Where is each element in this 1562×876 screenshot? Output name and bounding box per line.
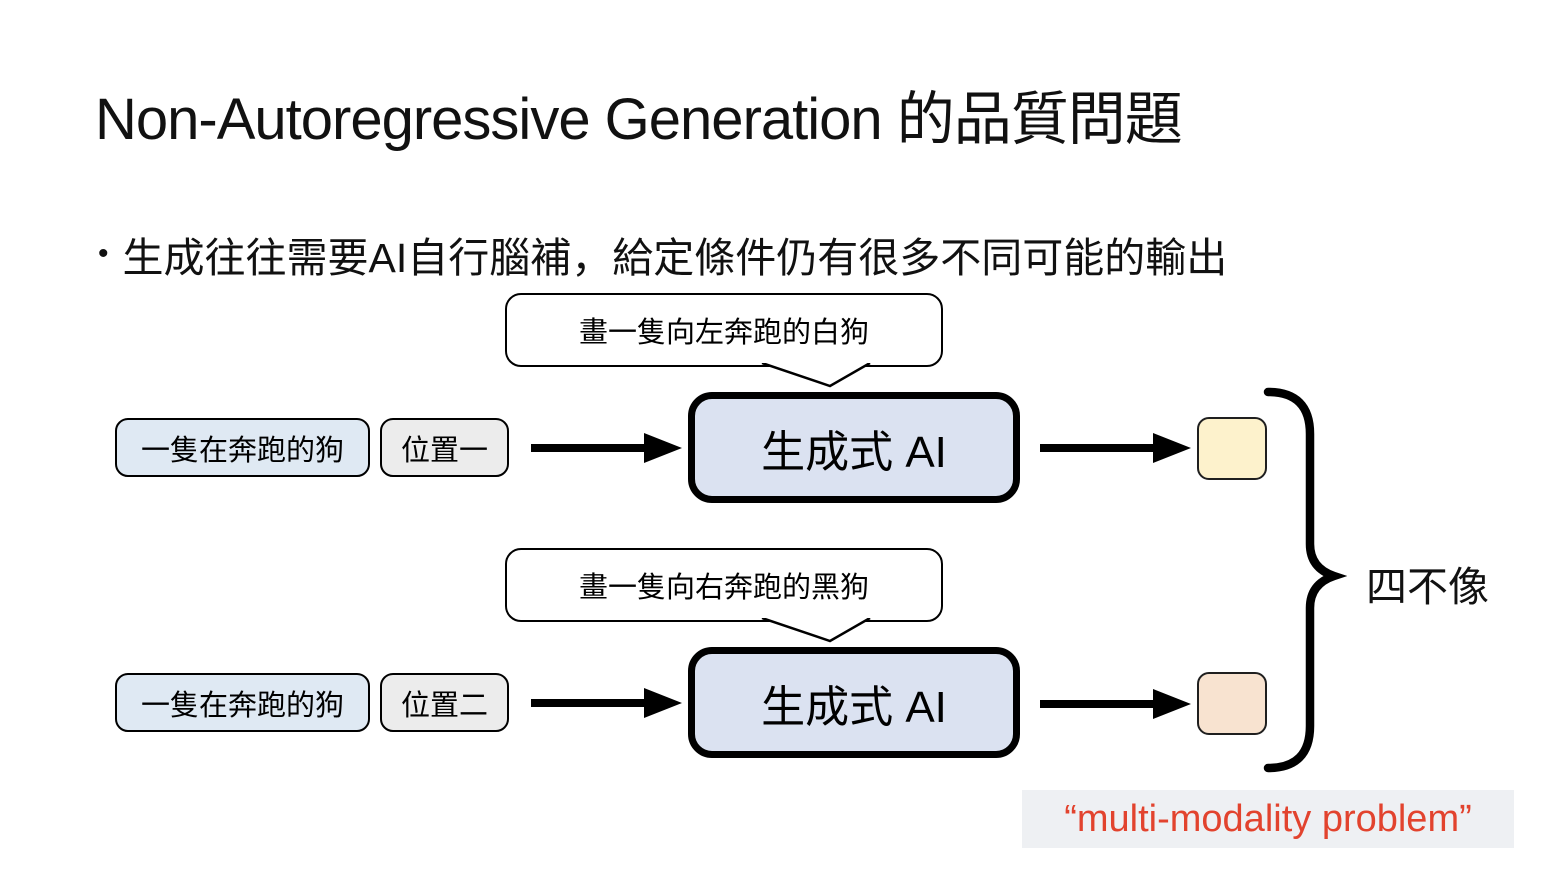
arrow-input-to-model-2	[531, 688, 682, 718]
output-image-1	[1197, 417, 1267, 480]
bullet-text: 生成往往需要AI自行腦補，給定條件仍有很多不同可能的輸出	[122, 235, 1228, 281]
bullet-line: • 生成往往需要AI自行腦補，給定條件仍有很多不同可能的輸出	[98, 224, 1227, 284]
input-condition-text-1: 一隻在奔跑的狗	[115, 418, 370, 477]
arrow-model-to-output-2	[1040, 689, 1191, 719]
input-condition-position-2: 位置二	[380, 673, 509, 732]
bullet-marker: •	[98, 237, 109, 270]
bubble-tail-1	[761, 363, 871, 388]
curly-brace	[1263, 387, 1347, 773]
slide-title: Non-Autoregressive Generation 的品質問題	[95, 87, 1183, 152]
output-image-2	[1197, 672, 1267, 735]
arrow-input-to-model-1	[531, 433, 682, 463]
input-condition-position-1: 位置一	[380, 418, 509, 477]
arrow-model-to-output-1	[1040, 433, 1191, 463]
prompt-bubble-1: 畫一隻向左奔跑的白狗	[505, 293, 943, 367]
prompt-bubble-2: 畫一隻向右奔跑的黑狗	[505, 548, 943, 622]
input-condition-text-2: 一隻在奔跑的狗	[115, 673, 370, 732]
bubble-tail-2	[761, 618, 871, 643]
multi-modality-caption: “multi-modality problem”	[1022, 790, 1514, 848]
generative-ai-box-2: 生成式 AI	[688, 647, 1020, 758]
brace-label: 四不像	[1366, 564, 1489, 610]
generative-ai-box-1: 生成式 AI	[688, 392, 1020, 503]
